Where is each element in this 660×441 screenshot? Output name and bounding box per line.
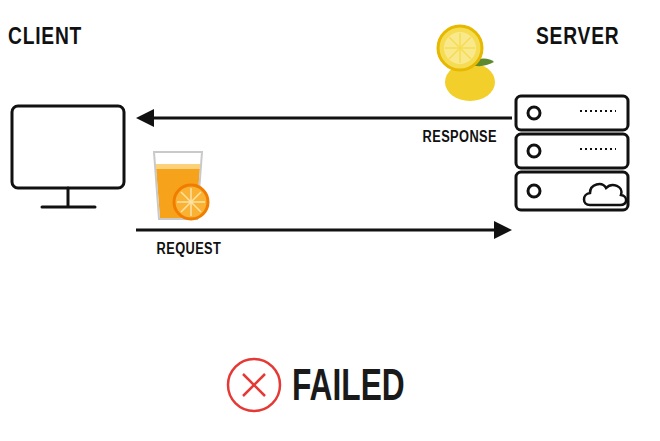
arrow-connector — [136, 221, 512, 239]
lemon-icon — [438, 26, 495, 101]
juice-glass — [154, 152, 208, 219]
server-node: SERVER — [512, 22, 638, 234]
status-text: FAILED — [292, 360, 405, 410]
failed-icon — [228, 359, 280, 411]
edge-label: RESPONSE — [421, 128, 499, 146]
edge-label: REQUEST — [155, 240, 223, 258]
server-icon — [516, 96, 628, 210]
node-heading: SERVER — [536, 22, 619, 50]
monitor-icon — [12, 106, 124, 207]
node-heading: CLIENT — [8, 22, 82, 50]
client-node: CLIENT — [8, 22, 136, 234]
arrow-connector — [136, 109, 512, 127]
